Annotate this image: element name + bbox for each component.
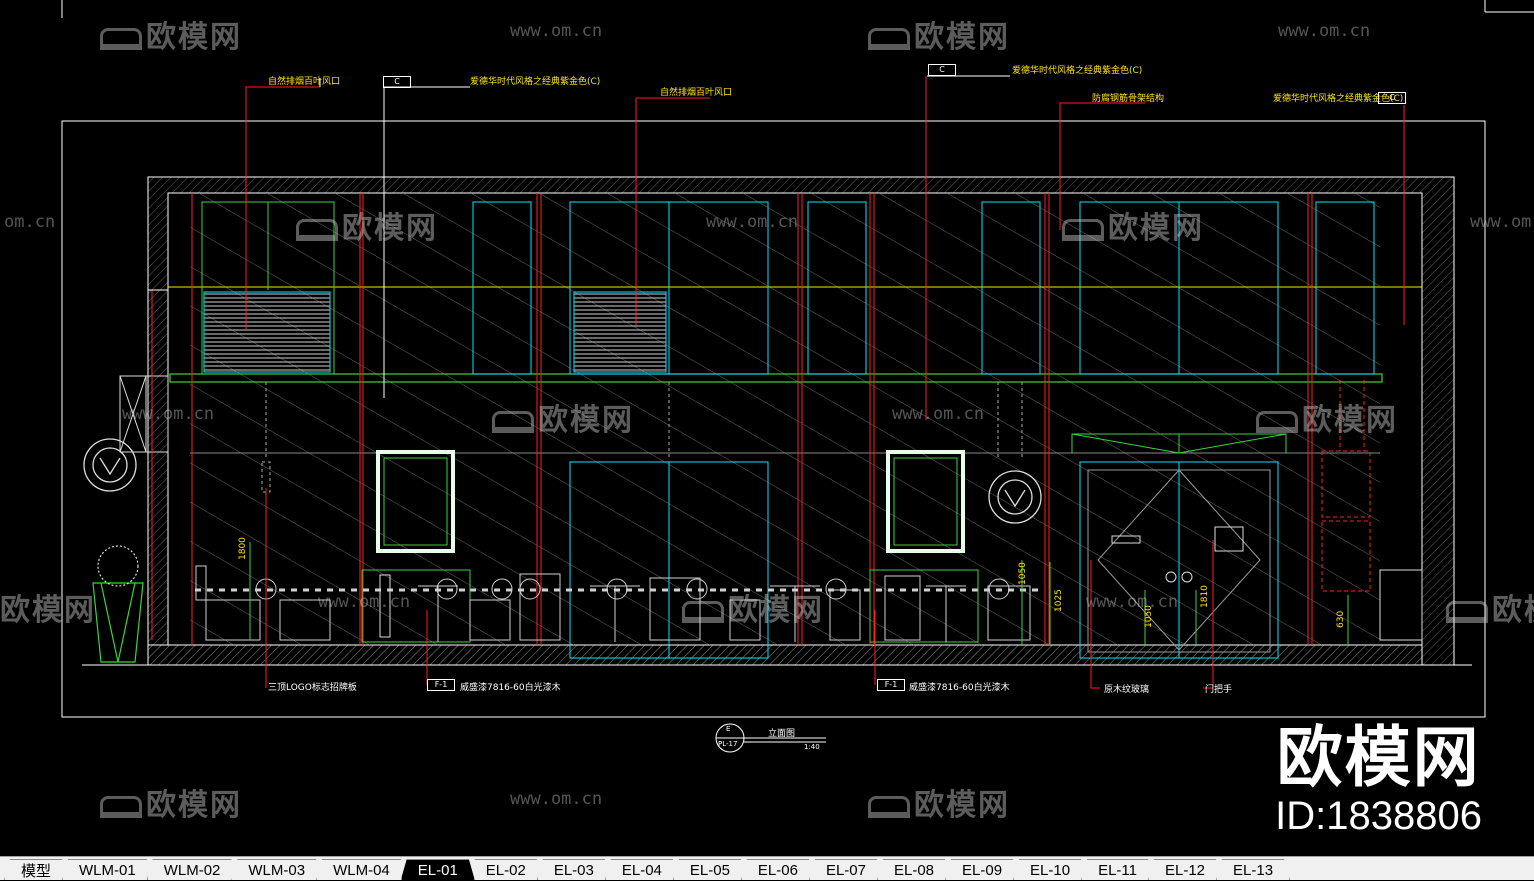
dimension-label: 1810 bbox=[1200, 585, 1210, 608]
coffee-logo-sign bbox=[83, 438, 1042, 524]
sofa-logo-icon bbox=[682, 600, 724, 623]
layout-tab[interactable]: EL-03 bbox=[537, 859, 611, 880]
annotation-tag: F-1 bbox=[427, 679, 455, 691]
layout-tab[interactable]: EL-11 bbox=[1081, 859, 1154, 880]
annotation-steel-frame: 防腐钢筋骨架结构 bbox=[1092, 94, 1165, 104]
upper-glass-panels bbox=[201, 201, 1375, 375]
annotation-material: 威盛漆7816-60白光漆木 bbox=[460, 683, 561, 693]
sofa-logo-icon bbox=[100, 795, 142, 818]
watermark-brand: 欧模网 bbox=[1062, 203, 1204, 247]
watermark-brand: 欧模网 bbox=[1446, 585, 1534, 629]
sofa-logo-icon bbox=[868, 795, 910, 818]
sofa-logo-icon bbox=[868, 27, 910, 50]
watermark-brand: 欧模网 bbox=[100, 12, 242, 56]
watermark-url: www.om.cn bbox=[1278, 21, 1371, 41]
title-block-title: 立面图 bbox=[768, 729, 796, 739]
elevation-drawing bbox=[61, 0, 1534, 753]
layout-tab[interactable]: EL-02 bbox=[469, 859, 543, 880]
annotation-glass: 原木纹玻璃 bbox=[1104, 685, 1150, 695]
brand-watermark-block: 欧模网 ID:1838806 bbox=[1275, 719, 1482, 839]
layout-tab[interactable]: EL-08 bbox=[877, 859, 951, 880]
watermark-url: www.om.cn bbox=[1470, 212, 1534, 232]
annotation-color-spec: 爱德华时代风格之经典紫金色(C) bbox=[1012, 66, 1143, 76]
watermark-url: om.cn bbox=[4, 212, 56, 232]
annotation-tag: F-1 bbox=[877, 679, 905, 691]
watermark-url: www.om.cn bbox=[318, 592, 411, 612]
watermark-brand: 欧模网 bbox=[296, 203, 438, 247]
layout-tab[interactable]: WLM-03 bbox=[231, 859, 322, 880]
layout-tab[interactable]: WLM-02 bbox=[147, 859, 238, 880]
annotation-color-spec: 爱德华时代风格之经典紫金色(C) bbox=[1273, 94, 1404, 104]
sofa-logo-icon bbox=[1446, 600, 1488, 623]
watermark-brand: 欧模网 bbox=[868, 12, 1010, 56]
title-block-scale: 1:40 bbox=[804, 743, 820, 751]
dimension-label: 1800 bbox=[238, 537, 248, 560]
annotation-tag: C bbox=[928, 64, 956, 76]
brand-name: 欧模网 bbox=[1276, 719, 1481, 796]
sofa-logo-icon bbox=[100, 27, 142, 50]
watermark-brand: 欧模网 bbox=[868, 780, 1010, 824]
annotation-tag: C bbox=[383, 76, 411, 88]
layout-tab[interactable]: EL-10 bbox=[1013, 859, 1087, 880]
watermark-url: www.om.cn bbox=[122, 404, 215, 424]
layout-tab[interactable]: 模型 bbox=[4, 859, 68, 880]
sofa-logo-icon bbox=[296, 218, 338, 241]
model-id: ID:1838806 bbox=[1275, 794, 1482, 838]
plant-pot bbox=[92, 582, 144, 663]
leader-lines bbox=[148, 76, 1405, 689]
dimension-label: 1050 bbox=[1018, 562, 1028, 585]
annotation-door-handle: 门把手 bbox=[1205, 685, 1233, 695]
wall-frame bbox=[886, 450, 965, 553]
annotation-logo-sign: 三顶LOGO标志招牌板 bbox=[268, 683, 357, 693]
cad-drawing-canvas[interactable] bbox=[0, 0, 1534, 856]
layout-tab[interactable]: EL-09 bbox=[945, 859, 1019, 880]
sofa-logo-icon bbox=[1256, 410, 1298, 433]
layout-tab[interactable]: EL-12 bbox=[1148, 859, 1222, 880]
layout-tab[interactable]: EL-05 bbox=[673, 859, 747, 880]
layout-tab[interactable]: EL-04 bbox=[605, 859, 679, 880]
annotation-color-spec: 爱德华时代风格之经典紫金色(C) bbox=[470, 77, 601, 87]
watermark-url: www.om.cn bbox=[1086, 592, 1179, 612]
lower-glass-doors bbox=[569, 461, 1279, 659]
louver-vent bbox=[203, 291, 331, 373]
wall-frame bbox=[376, 450, 455, 553]
layout-tab[interactable]: EL-06 bbox=[741, 859, 815, 880]
title-tag-bottom: PL-17 bbox=[718, 740, 738, 748]
watermark-url: www.om.cn bbox=[510, 789, 603, 809]
annotation-tag: C bbox=[1378, 92, 1406, 104]
furniture bbox=[195, 565, 1423, 643]
title-block bbox=[715, 723, 826, 753]
watermark-brand: 欧模网 bbox=[1256, 395, 1398, 439]
watermark-brand: 欧模网 bbox=[492, 395, 634, 439]
dimension-label: 1025 bbox=[1054, 589, 1064, 612]
layout-tab[interactable]: EL-01 bbox=[401, 859, 475, 880]
view-frame bbox=[61, 120, 1486, 718]
louver-vent bbox=[573, 291, 667, 373]
watermark-url: www.om.cn bbox=[892, 404, 985, 424]
layout-tab[interactable]: EL-13 bbox=[1216, 859, 1290, 880]
layout-tab[interactable]: WLM-01 bbox=[62, 859, 153, 880]
watermark-brand: 欧模网 bbox=[0, 593, 96, 628]
watermark-brand: 欧模网 bbox=[682, 585, 824, 629]
sofa-logo-icon bbox=[1062, 218, 1104, 241]
title-tag-top: E bbox=[726, 725, 731, 733]
layout-tab[interactable]: EL-07 bbox=[809, 859, 883, 880]
annotation-material: 威盛漆7816-60白光漆木 bbox=[909, 683, 1010, 693]
annotation-smoke-vent: 自然排烟百叶风口 bbox=[268, 77, 341, 87]
annotation-smoke-vent: 自然排烟百叶风口 bbox=[660, 88, 733, 98]
layout-tab[interactable]: WLM-04 bbox=[316, 859, 407, 880]
watermark-url: www.om.cn bbox=[510, 21, 603, 41]
watermark-url: www.om.cn bbox=[706, 212, 799, 232]
sofa-logo-icon bbox=[492, 410, 534, 433]
watermark-brand: 欧模网 bbox=[100, 780, 242, 824]
dimension-label: 630 bbox=[1336, 610, 1346, 628]
